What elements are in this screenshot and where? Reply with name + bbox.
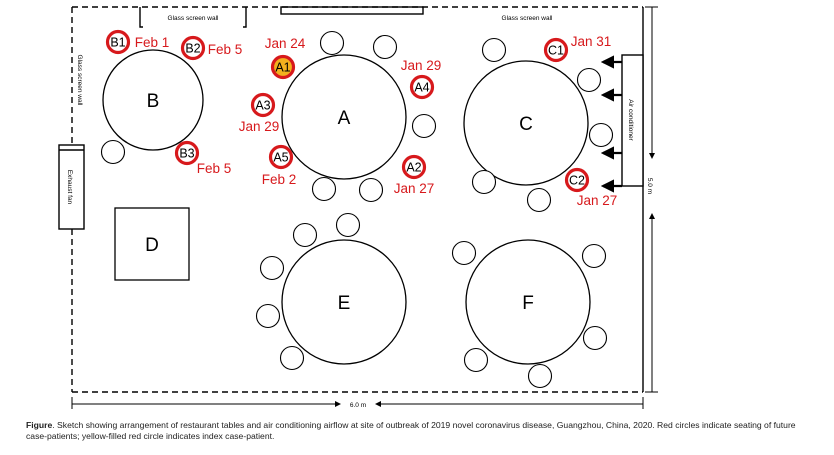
chair — [358, 177, 384, 203]
patient-id: A3 — [255, 99, 270, 113]
chair — [481, 37, 507, 63]
table-d — [114, 207, 190, 281]
case-patient-a4: A4 Jan 29 — [401, 58, 442, 100]
onset-date: Jan 24 — [265, 36, 306, 51]
width-dimension-label: 6.0 m — [350, 402, 366, 409]
case-seat — [401, 154, 427, 180]
chair — [319, 30, 345, 56]
case-seat — [409, 74, 435, 100]
case-seat — [543, 37, 569, 63]
table-label: C — [519, 114, 533, 135]
onset-date: Feb 2 — [262, 172, 297, 187]
glass-screen-wall-label: Glass screen wall — [502, 15, 553, 22]
index-case-seat — [270, 54, 296, 80]
chair — [100, 139, 126, 165]
dimension-lines — [71, 6, 658, 409]
onset-date: Jan 29 — [401, 58, 442, 73]
case-seat — [564, 167, 590, 193]
glass-screen-wall-label: Glass screen wall — [168, 15, 219, 22]
onset-date: Jan 31 — [571, 34, 612, 49]
patient-id: B3 — [179, 147, 194, 161]
patient-id: A2 — [406, 161, 421, 175]
chair — [526, 187, 552, 213]
table-label: D — [145, 235, 159, 256]
table-label: E — [338, 293, 351, 314]
case-patient-c1: C1 Jan 31 — [543, 34, 612, 63]
table-c — [463, 60, 589, 186]
chair — [527, 363, 553, 389]
room-walls — [58, 6, 644, 393]
tables: A B C D E F — [102, 49, 591, 365]
onset-date: Feb 5 — [197, 161, 232, 176]
onset-date: Jan 27 — [577, 193, 618, 208]
case-patient-b1: B1 Feb 1 — [105, 29, 170, 55]
table-label: F — [522, 293, 534, 314]
table-a — [281, 54, 407, 180]
patient-id: B1 — [110, 36, 125, 50]
onset-date: Jan 27 — [394, 181, 435, 196]
chair — [451, 240, 477, 266]
chair — [279, 345, 305, 371]
chair — [581, 243, 607, 269]
case-seat — [250, 92, 276, 118]
case-patient-b2: B2 Feb 5 — [180, 35, 243, 61]
chair — [372, 34, 398, 60]
chair — [582, 325, 608, 351]
height-dimension-label: 5.0 m — [646, 178, 653, 194]
chair — [255, 303, 281, 329]
exhaust-fan — [58, 144, 85, 230]
patient-id: A1 — [275, 61, 290, 75]
table-b — [102, 49, 204, 151]
chair — [471, 169, 497, 195]
chair — [463, 347, 489, 373]
air-conditioner — [621, 54, 644, 187]
exhaust-fan-label: Exhaust fan — [66, 170, 73, 205]
figure-caption: Figure. Sketch showing arrangement of re… — [26, 420, 816, 442]
table-label: A — [338, 108, 351, 129]
patient-id: A4 — [414, 81, 429, 95]
chair — [311, 176, 337, 202]
patient-id: C1 — [548, 44, 564, 58]
table-e — [281, 239, 407, 365]
case-patient-a1: A1 Jan 24 — [265, 36, 306, 80]
patient-id: B2 — [185, 42, 200, 56]
table-label: B — [147, 91, 160, 112]
patient-id: A5 — [273, 151, 288, 165]
chair — [292, 222, 318, 248]
glass-screen-wall-label: Glass screen wall — [76, 55, 83, 106]
onset-date: Feb 5 — [208, 42, 243, 57]
onset-date: Feb 1 — [135, 35, 170, 50]
chair — [411, 113, 437, 139]
chairs — [100, 30, 614, 389]
case-seat — [268, 144, 294, 170]
air-conditioner-label: Air conditioner — [627, 99, 634, 141]
onset-date: Jan 29 — [239, 119, 280, 134]
chair — [335, 212, 361, 238]
case-seat — [180, 35, 206, 61]
chair — [259, 255, 285, 281]
case-seat — [105, 29, 131, 55]
caption-lead: Figure — [26, 420, 53, 430]
table-f — [465, 239, 591, 365]
glass-screen-bracket — [139, 7, 247, 28]
case-seat — [174, 140, 200, 166]
caption-text: . Sketch showing arrangement of restaura… — [26, 420, 796, 441]
window — [280, 6, 424, 15]
airflow-arrows — [600, 55, 622, 193]
chair — [588, 122, 614, 148]
chair — [576, 67, 602, 93]
patient-id: C2 — [569, 174, 585, 188]
